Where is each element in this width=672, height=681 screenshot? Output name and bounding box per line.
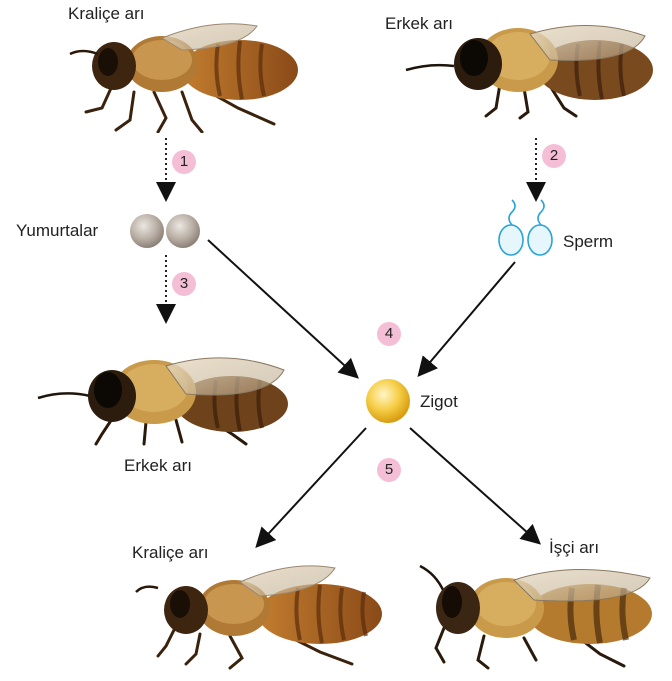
step-badge-1: 1: [172, 150, 196, 174]
drone-middle-label: Erkek arı: [124, 456, 192, 476]
sperm-label: Sperm: [563, 232, 613, 252]
step-badge-3: 3: [172, 272, 196, 296]
eggs-label: Yumurtalar: [16, 221, 98, 241]
arrow-zygote-to-worker: [410, 428, 538, 542]
queen-bee-bottom-image: [130, 556, 388, 672]
worker-bee-image: [414, 556, 666, 674]
step-badge-5: 5: [377, 458, 401, 482]
worker-label: İşçi arı: [549, 538, 599, 558]
zygote-label: Zigot: [420, 392, 458, 412]
drone-bee-middle-image: [36, 340, 298, 450]
arrow-sperm-to-zygote: [420, 262, 515, 374]
step-badge-4: 4: [377, 322, 401, 346]
step-badge-2: 2: [542, 144, 566, 168]
sperm-cell-icon: [496, 198, 558, 260]
egg-icon: [128, 212, 204, 250]
zygote-cell-icon: [364, 377, 412, 425]
